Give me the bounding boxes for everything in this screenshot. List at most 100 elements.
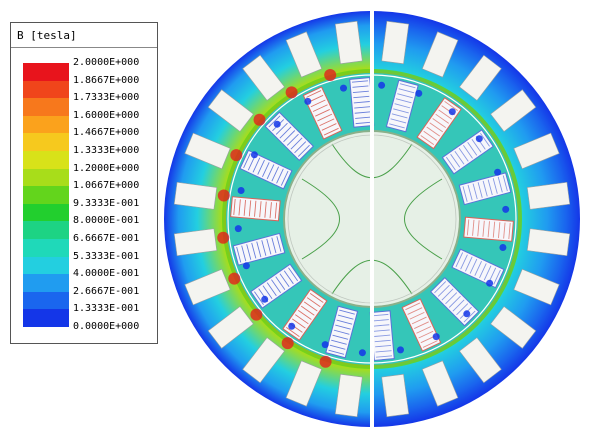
coil-winding <box>466 219 470 236</box>
flux-low-spot <box>463 310 471 318</box>
coil-winding <box>256 241 262 258</box>
stator-slot <box>207 89 254 132</box>
coil-winding <box>480 133 490 147</box>
rotor-coil <box>463 216 514 242</box>
coil-winding <box>416 326 432 334</box>
coil-winding <box>271 166 280 182</box>
coil-winding <box>477 220 480 237</box>
coil-winding <box>290 137 303 150</box>
flux-hotspot <box>324 69 337 81</box>
legend-swatch <box>23 115 69 134</box>
coil-winding <box>292 318 306 329</box>
coil-winding <box>463 144 473 159</box>
flux-low-spot <box>242 262 250 270</box>
coil-winding <box>288 267 299 282</box>
coil-winding <box>303 301 318 312</box>
coil-winding <box>456 303 469 316</box>
flux-low-spot <box>499 244 507 251</box>
legend-label: 1.2000E+000 <box>73 162 140 174</box>
stator-slot <box>513 132 560 170</box>
legend-label: 4.0000E-001 <box>73 268 140 280</box>
rotor-coil <box>230 196 281 222</box>
flux-low-spot <box>234 225 242 233</box>
coil-winding <box>353 95 370 99</box>
coil-winding <box>354 106 371 109</box>
coil-winding <box>269 202 272 219</box>
coil-winding <box>353 101 370 104</box>
stator-slot <box>242 54 285 101</box>
coil-winding <box>354 111 371 114</box>
rotor-coil <box>451 248 505 289</box>
stator-slot <box>334 373 363 418</box>
coil-winding <box>271 279 281 294</box>
coil-winding <box>328 349 345 355</box>
flux-hotspot <box>281 337 294 350</box>
coil-winding <box>294 141 307 154</box>
coil-winding <box>460 254 468 270</box>
stator-slot <box>490 89 537 132</box>
coil-winding <box>246 244 252 260</box>
coil-winding <box>271 237 277 254</box>
coil-winding <box>445 292 458 305</box>
legend-label: 1.3333E+000 <box>73 145 140 156</box>
coil-winding <box>264 201 267 218</box>
coil-winding <box>286 327 300 337</box>
coil-winding <box>297 144 310 157</box>
coil-winding <box>497 176 503 193</box>
legend-swatch <box>23 256 69 275</box>
coil-winding <box>248 200 252 217</box>
coil-winding <box>469 258 478 274</box>
coil-winding <box>300 305 315 316</box>
coil-winding <box>426 126 441 137</box>
rotor-coil <box>385 79 419 133</box>
rotor-contour <box>404 178 443 260</box>
coil-winding <box>420 135 435 146</box>
coil-winding <box>445 156 456 171</box>
coil-winding <box>394 103 411 109</box>
coil-winding <box>280 170 289 186</box>
coil-winding <box>274 202 278 219</box>
rotor-coil <box>369 310 395 361</box>
flux-low-spot <box>475 135 483 143</box>
coil-winding <box>335 324 351 330</box>
coil-winding <box>310 99 326 108</box>
coil-winding <box>319 118 335 127</box>
coil-winding <box>372 313 389 317</box>
stator-slot <box>421 31 459 78</box>
stator-slot <box>285 31 323 78</box>
coil-winding <box>279 273 290 288</box>
coil-winding <box>462 186 468 202</box>
flux-hotspot <box>319 355 332 368</box>
coil-winding <box>472 183 478 200</box>
stator-slot <box>207 306 254 349</box>
coil-winding <box>266 282 277 297</box>
coil-winding <box>393 108 409 114</box>
legend-label: 1.0667E+000 <box>73 180 140 192</box>
flux-low-spot <box>358 349 366 357</box>
coil-winding <box>373 324 390 327</box>
flux-low-spot <box>494 168 502 176</box>
coil-winding <box>482 180 488 197</box>
flux-hotspot <box>228 272 241 285</box>
coil-winding <box>259 201 262 218</box>
rotor-coil <box>458 172 512 206</box>
coil-winding <box>438 109 452 120</box>
legend-swatch <box>23 63 69 82</box>
coil-winding <box>389 123 405 129</box>
legend-label: 2.6667E-001 <box>73 285 140 297</box>
coil-winding <box>275 276 286 291</box>
coil-winding <box>238 199 241 216</box>
coil-winding <box>317 113 333 122</box>
coil-winding <box>434 281 447 294</box>
stator-slot <box>459 337 502 384</box>
coil-winding <box>276 236 282 252</box>
flux-low-spot <box>250 151 258 159</box>
coil-winding <box>477 182 483 198</box>
coil-winding <box>479 263 487 279</box>
coil-winding <box>450 153 461 168</box>
flux-low-spot <box>397 346 404 354</box>
coil-winding <box>279 126 292 139</box>
coil-winding <box>474 261 482 276</box>
coil-winding <box>483 265 492 281</box>
